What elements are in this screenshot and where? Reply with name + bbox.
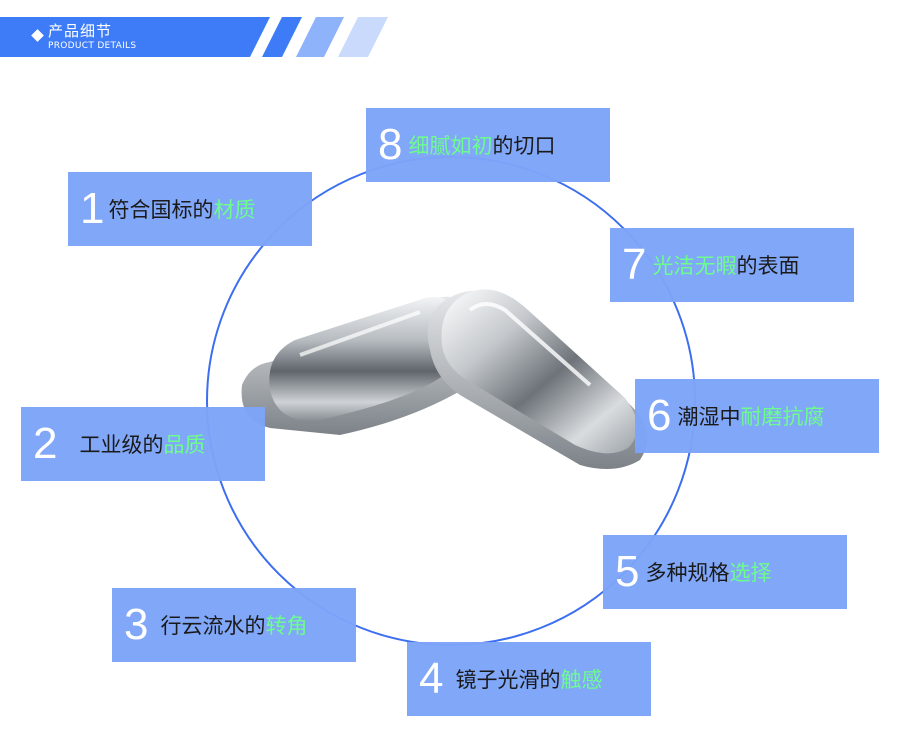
feature-text: 镜子光滑的	[455, 668, 561, 692]
feature-highlight: 品质	[163, 433, 206, 457]
feature-highlight: 触感	[560, 668, 603, 692]
feature-highlight: 细腻如初	[408, 134, 493, 158]
feature-text: 工业级的	[79, 433, 164, 457]
feature-highlight: 选择	[729, 561, 772, 585]
feature-box-8: 8 细腻如初的切口	[366, 108, 610, 182]
feature-number: 6	[647, 391, 672, 440]
feature-text: 潮湿中	[677, 405, 741, 429]
feature-text: 符合国标的	[108, 198, 214, 222]
feature-number: 3	[124, 600, 149, 649]
feature-box-5: 5 多种规格选择	[603, 535, 847, 609]
feature-box-6: 6 潮湿中耐磨抗腐	[635, 379, 879, 453]
section-subtitle: PRODUCT DETAILS	[48, 41, 137, 51]
feature-number: 1	[80, 184, 105, 233]
feature-box-3: 3 行云流水的转角	[112, 588, 356, 662]
feature-number: 8	[378, 120, 403, 169]
feature-highlight: 光洁无暇	[652, 254, 737, 278]
section-header-banner: 产品细节 PRODUCT DETAILS	[0, 17, 390, 57]
feature-text: 行云流水的	[160, 614, 266, 638]
feature-text: 多种规格	[645, 561, 730, 585]
feature-box-2: 2 工业级的品质	[21, 407, 265, 481]
feature-box-7: 7 光洁无暇的表面	[610, 228, 854, 302]
feature-highlight: 材质	[213, 198, 256, 222]
feature-box-4: 4 镜子光滑的触感	[407, 642, 651, 716]
feature-text: 的切口	[492, 134, 556, 158]
feature-number: 7	[622, 240, 647, 289]
feature-number: 4	[419, 654, 444, 703]
feature-box-1: 1 符合国标的材质	[68, 172, 312, 246]
section-title: 产品细节	[48, 22, 113, 40]
feature-highlight: 转角	[265, 614, 308, 638]
feature-highlight: 耐磨抗腐	[740, 405, 825, 429]
feature-number: 2	[33, 419, 58, 468]
feature-number: 5	[615, 547, 640, 596]
feature-text: 的表面	[736, 254, 800, 278]
banner-background	[0, 17, 388, 57]
